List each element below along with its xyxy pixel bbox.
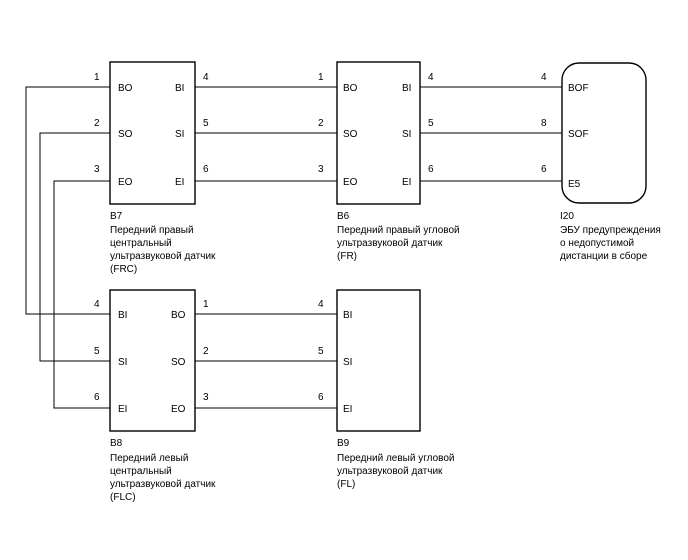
- b7-terminal-so: SO: [118, 129, 133, 140]
- b8-terminal-eo: EO: [171, 404, 186, 415]
- b6-terminal-bi: BI: [402, 83, 411, 94]
- b7-pin-si: 5: [203, 118, 209, 129]
- b6-code: B6: [337, 211, 350, 222]
- b9-abbr: (FL): [337, 479, 355, 490]
- wire-b7-bo-to-b8-bi: [25, 86, 110, 315]
- b8-name-line3: ультразвуковой датчик: [110, 479, 216, 490]
- b6-pin-ei: 6: [428, 164, 434, 175]
- wires: [25, 86, 562, 409]
- b9-name-line2: ультразвуковой датчик: [337, 466, 443, 477]
- b8-pin-bo: 1: [203, 299, 209, 310]
- b6-pin-bo: 1: [318, 72, 324, 83]
- b6-name-line1: Передний правый угловой: [337, 225, 460, 236]
- b7-code: B7: [110, 211, 123, 222]
- b8-name-line2: центральный: [110, 466, 172, 477]
- b7-terminal-bo: BO: [118, 83, 133, 94]
- b8-pin-bi: 4: [94, 299, 100, 310]
- b9-name-line1: Передний левый угловой: [337, 453, 455, 464]
- b8-code: B8: [110, 438, 123, 449]
- b6-pin-si: 5: [428, 118, 434, 129]
- i20-name-line3: дистанции в сборе: [560, 250, 648, 262]
- b7-name-line2: центральный: [110, 238, 172, 249]
- b7-pin-eo: 3: [94, 164, 100, 175]
- i20-pin-sof: 8: [541, 118, 547, 129]
- component-b6: BO SO EO BI SI EI 1 2 3 4 5 6 B6 Передни…: [318, 61, 460, 262]
- b9-terminal-bi: BI: [343, 310, 352, 321]
- i20-terminal-e5: E5: [568, 179, 581, 190]
- b9-terminal-ei: EI: [343, 404, 352, 415]
- b9-pin-si: 5: [318, 346, 324, 357]
- component-i20: BOF SOF E5 4 8 6 I20 ЭБУ предупреждения …: [541, 62, 661, 262]
- b8-terminal-si: SI: [118, 357, 127, 368]
- i20-code: I20: [560, 211, 574, 222]
- b8-terminal-so: SO: [171, 357, 186, 368]
- b6-terminal-bo: BO: [343, 83, 358, 94]
- i20-name-line2: о недопустимой: [560, 238, 634, 249]
- b8-box: [109, 289, 196, 432]
- b6-box: [336, 61, 421, 205]
- b9-pin-ei: 6: [318, 392, 324, 403]
- b6-abbr: (FR): [337, 251, 357, 262]
- b8-terminal-ei: EI: [118, 404, 127, 415]
- component-b7: BO SO EO BI SI EI 1 2 3 4 5 6 B7 Передни…: [94, 61, 216, 275]
- b6-name-line2: ультразвуковой датчик: [337, 238, 443, 249]
- component-b8: BI SI EI BO SO EO 4 5 6 1 2 3 B8 Передни…: [94, 289, 216, 503]
- b9-terminal-si: SI: [343, 357, 352, 368]
- i20-name-line1: ЭБУ предупреждения: [560, 225, 661, 236]
- b7-terminal-eo: EO: [118, 177, 133, 188]
- wire-b7-eo-to-b8-ei: [53, 180, 110, 409]
- i20-terminal-bof: BOF: [568, 83, 589, 94]
- b7-terminal-ei: EI: [175, 177, 184, 188]
- b7-terminal-si: SI: [175, 129, 184, 140]
- b7-name-line1: Передний правый: [110, 225, 194, 236]
- b6-pin-bi: 4: [428, 72, 434, 83]
- i20-box: [561, 62, 647, 204]
- b9-pin-bi: 4: [318, 299, 324, 310]
- b7-terminal-bi: BI: [175, 83, 184, 94]
- b6-pin-so: 2: [318, 118, 324, 129]
- b6-pin-eo: 3: [318, 164, 324, 175]
- b8-pin-eo: 3: [203, 392, 209, 403]
- b6-terminal-si: SI: [402, 129, 411, 140]
- b7-box: [109, 61, 196, 205]
- b7-name-line3: ультразвуковой датчик: [110, 251, 216, 262]
- b7-pin-so: 2: [94, 118, 100, 129]
- b6-terminal-eo: EO: [343, 177, 358, 188]
- b8-terminal-bi: BI: [118, 310, 127, 321]
- i20-pin-bof: 4: [541, 72, 547, 83]
- component-b9: BI SI EI 4 5 6 B9 Передний левый угловой…: [318, 289, 455, 490]
- b7-pin-ei: 6: [203, 164, 209, 175]
- b9-box: [336, 289, 421, 432]
- b8-pin-so: 2: [203, 346, 209, 357]
- wire-b7-so-to-b8-si: [39, 132, 110, 362]
- b8-terminal-bo: BO: [171, 310, 186, 321]
- b6-terminal-so: SO: [343, 129, 358, 140]
- b7-pin-bo: 1: [94, 72, 100, 83]
- b8-name-line1: Передний левый: [110, 453, 188, 464]
- b8-pin-ei: 6: [94, 392, 100, 403]
- b8-abbr: (FLC): [110, 492, 136, 503]
- b7-pin-bi: 4: [203, 72, 209, 83]
- b6-terminal-ei: EI: [402, 177, 411, 188]
- b8-pin-si: 5: [94, 346, 100, 357]
- b9-code: B9: [337, 438, 350, 449]
- b7-abbr: (FRC): [110, 264, 137, 275]
- i20-terminal-sof: SOF: [568, 129, 589, 140]
- i20-pin-e5: 6: [541, 164, 547, 175]
